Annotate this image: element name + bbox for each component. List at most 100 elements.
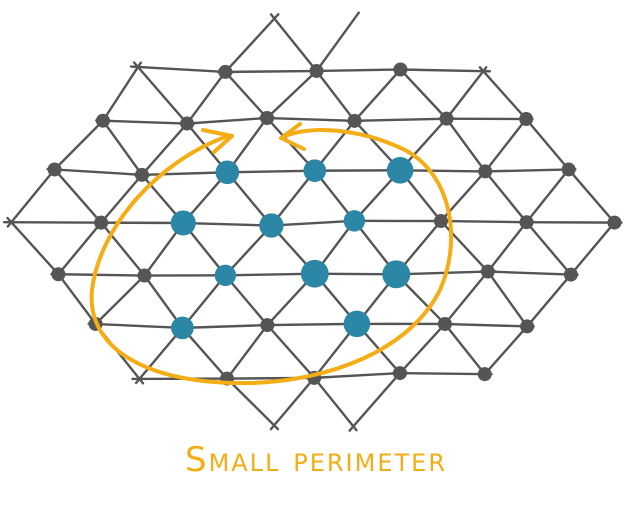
lattice-edge [436, 166, 490, 227]
lattice-edge [480, 270, 579, 277]
lattice-edge [522, 269, 576, 332]
lattice-edge [349, 64, 406, 127]
lattice-edge [437, 322, 535, 328]
lattice-edge [50, 272, 153, 277]
perimeter-curve [89, 128, 454, 386]
lattice-edge [395, 318, 450, 379]
lattice-edge [477, 168, 577, 173]
highlighted-vertex [170, 210, 196, 236]
lattice-edge [392, 68, 492, 73]
lattice-vertex [47, 162, 62, 177]
lattice-edge [96, 217, 150, 281]
lattice-edge [98, 115, 147, 181]
lattice-edge [53, 217, 106, 280]
lattice-vertex [51, 267, 66, 282]
lattice-vertex [94, 215, 109, 230]
lattice-vertex [519, 112, 534, 127]
lattice-edge [220, 67, 272, 123]
lattice-edge [6, 164, 60, 228]
lattice-edge [216, 69, 326, 74]
lattice-vertex [95, 113, 110, 128]
lattice-edge [563, 164, 620, 229]
lattice-edge [312, 11, 360, 77]
lattice-vertex [218, 64, 233, 79]
lattice-edge [521, 216, 576, 280]
lattice-edge [521, 113, 574, 175]
lattice-vertex [607, 215, 622, 230]
lattice-edge [220, 13, 280, 78]
highlighted-vertex [171, 316, 194, 340]
highlighted-vertices [170, 157, 414, 340]
lattice-edge [90, 270, 150, 330]
lattice-edge [54, 269, 100, 330]
lattice-vertex [137, 268, 152, 283]
lattice-edge [98, 61, 143, 127]
lattice-vertex [439, 111, 454, 126]
arrow-icon [279, 122, 306, 151]
lattice-edge [46, 167, 151, 177]
lattice-edge [442, 113, 490, 177]
highlighted-vertex [386, 157, 414, 184]
lattice-vertex [260, 111, 275, 126]
lattice-edge [480, 321, 532, 380]
highlighted-vertex [343, 210, 366, 232]
lattice-edge [348, 367, 405, 432]
lattice-vertex [392, 366, 407, 381]
lattice-vertex [437, 316, 452, 331]
lattice-edge [395, 64, 452, 124]
lattice-edge [480, 113, 531, 177]
lattice-vertex [561, 162, 576, 177]
lattice-edge [346, 117, 456, 123]
lattice-edge [309, 372, 358, 432]
lattice-edge [6, 216, 64, 280]
lattice-vertex [393, 62, 408, 77]
lattice-edge [435, 215, 493, 277]
highlighted-vertex [214, 264, 237, 287]
lattice-vertex [563, 267, 578, 282]
perimeter-loop [89, 122, 454, 386]
lattice-vertex [480, 264, 495, 279]
lattice-edge [182, 66, 230, 129]
lattice-edge [312, 65, 359, 127]
highlighted-vertex [303, 159, 327, 183]
lattice-edge [269, 13, 322, 77]
lattice-edge [440, 318, 490, 380]
arrow-icon [201, 128, 234, 154]
lattice-vertex [260, 318, 275, 333]
lattice-vertex [433, 214, 448, 229]
lattice-edge [483, 265, 532, 332]
lattice-edge [269, 372, 319, 431]
lattice-edge [49, 115, 109, 175]
highlighted-vertex [215, 160, 240, 185]
lattice-vertex [477, 367, 492, 382]
lattice-edge [262, 319, 320, 384]
lattice-vertex [478, 164, 493, 179]
lattice-vertex [309, 63, 324, 78]
diagram-caption: Small perimeter [184, 440, 448, 480]
lattice-edge [521, 164, 574, 228]
highlighted-vertex [259, 213, 284, 238]
lattice-edge [132, 61, 193, 130]
lattice-edge [483, 217, 531, 277]
lattice-vertex [347, 113, 362, 128]
lattice-edge [391, 371, 493, 376]
lattice-edge [306, 371, 408, 380]
lattice-vertices [47, 62, 622, 386]
lattice-edge [129, 65, 234, 74]
lattice-vertex [180, 116, 195, 131]
lattice-edge [49, 164, 107, 229]
highlighted-vertex [343, 310, 371, 338]
lattice-vertex [134, 167, 149, 182]
lattice-vertex [520, 319, 535, 334]
lattice-edge [137, 118, 192, 181]
lattice-edge [261, 66, 322, 123]
lattice-edge [95, 119, 196, 125]
lattice-edge [258, 116, 363, 123]
lattice-edge [308, 68, 409, 73]
lattice-edge [222, 319, 272, 385]
lattice-edge [478, 66, 531, 125]
lattice-edge [480, 166, 532, 228]
lattice-edge [96, 169, 147, 228]
lattice-edge [566, 217, 620, 280]
